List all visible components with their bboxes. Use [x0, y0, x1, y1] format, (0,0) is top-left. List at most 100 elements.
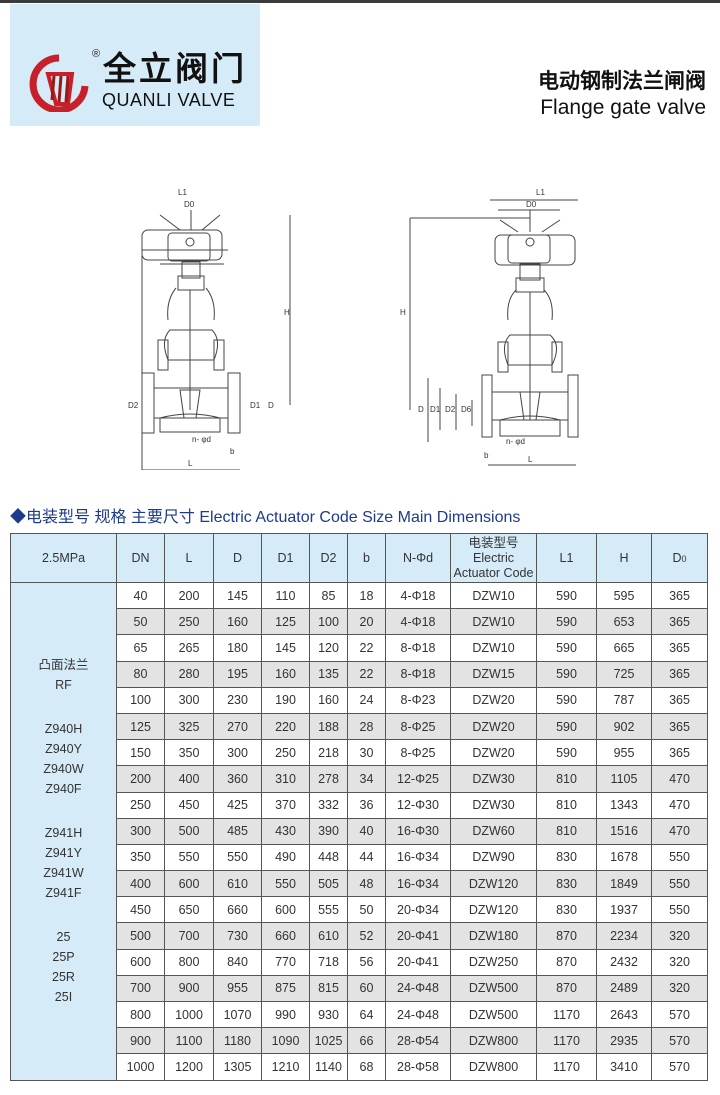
dim-label: D2 [128, 401, 139, 410]
table-cell: DZW10 [450, 581, 537, 610]
table-cell: 16-Φ34 [385, 870, 451, 898]
dim-label: D0 [526, 200, 537, 209]
table-cell: 590 [536, 581, 597, 610]
table-cell: 300 [116, 817, 165, 845]
table-cell: 840 [213, 948, 262, 976]
table-cell: 250 [116, 791, 165, 819]
table-cell: 2432 [596, 948, 652, 976]
table-cell: 610 [309, 922, 348, 950]
table-cell: 145 [261, 634, 310, 662]
table-cell: 1070 [213, 1000, 262, 1029]
table-cell: 278 [309, 765, 348, 793]
table-cell: 125 [261, 608, 310, 636]
table-cell: 145 [213, 581, 262, 610]
model-code: 25I [54, 990, 73, 1005]
dim-label: L [188, 459, 193, 468]
table-cell: 590 [536, 739, 597, 767]
table-cell: 2935 [596, 1027, 652, 1055]
column-header: D2 [309, 533, 348, 583]
table-cell: 8-Φ23 [385, 686, 451, 714]
table-cell: 570 [651, 1027, 708, 1055]
table-cell: 485 [213, 817, 262, 845]
table-cell: 590 [536, 686, 597, 714]
table-cell: 610 [213, 870, 262, 898]
table-cell: 590 [536, 660, 597, 688]
table-cell: 22 [347, 660, 386, 688]
table-cell: 1000 [164, 1000, 214, 1029]
table-cell: 550 [213, 843, 262, 872]
table-cell: 220 [261, 712, 310, 741]
table-cell: 595 [596, 581, 652, 610]
table-cell: 590 [536, 608, 597, 636]
table-cell: 1025 [309, 1027, 348, 1055]
table-cell: 8-Φ25 [385, 739, 451, 767]
valve-drawings: L1 D0 H D2 D1 D n- φd b L L1 D0 H D D1 D… [128, 188, 579, 470]
table-cell: 505 [309, 870, 348, 898]
logo-mark-icon [29, 54, 89, 112]
brand-name-cn: 全立阀门 [103, 50, 247, 87]
table-cell: 870 [536, 948, 597, 976]
model-code: 25 [56, 930, 71, 945]
table-cell: 28-Φ58 [385, 1053, 451, 1081]
table-cell: 2643 [596, 1000, 652, 1029]
table-cell: 24 [347, 686, 386, 714]
table-cell: 8-Φ25 [385, 712, 451, 741]
table-cell: DZW180 [450, 922, 537, 950]
table-cell: 600 [164, 870, 214, 898]
table-cell: 1305 [213, 1053, 262, 1081]
table-cell: 230 [213, 686, 262, 714]
table-cell: 653 [596, 608, 652, 636]
model-code: Z941F [45, 886, 82, 901]
table-cell: DZW10 [450, 608, 537, 636]
table-cell: 50 [347, 896, 386, 924]
table-cell: 66 [347, 1027, 386, 1055]
table-cell: 320 [651, 922, 708, 950]
table-cell: 815 [309, 974, 348, 1003]
table-cell: 725 [596, 660, 652, 688]
table-cell: 550 [651, 896, 708, 924]
table-cell: 400 [116, 870, 165, 898]
model-code: Z941W [43, 866, 84, 881]
table-cell: 56 [347, 948, 386, 976]
table-cell: 1170 [536, 1053, 597, 1081]
table-cell: DZW120 [450, 896, 537, 924]
table-cell: 1140 [309, 1053, 348, 1081]
table-cell: 4-Φ18 [385, 608, 451, 636]
dim-label: H [400, 308, 406, 317]
table-cell: 450 [164, 791, 214, 819]
table-cell: 320 [651, 948, 708, 976]
table-cell: 100 [309, 608, 348, 636]
table-cell: 365 [651, 660, 708, 688]
model-code: Z940Y [45, 742, 82, 757]
dim-label: n- φd [506, 437, 525, 446]
table-cell: 902 [596, 712, 652, 741]
column-header: DN [116, 533, 165, 583]
table-cell: DZW20 [450, 739, 537, 767]
table-cell: 34 [347, 765, 386, 793]
table-cell: 135 [309, 660, 348, 688]
table-cell: 1170 [536, 1000, 597, 1029]
table-cell: 830 [536, 870, 597, 898]
table-cell: 430 [261, 817, 310, 845]
brand-name-en: QUANLI VALVE [102, 90, 236, 110]
table-cell: 36 [347, 791, 386, 819]
table-cell: 810 [536, 765, 597, 793]
column-header: L1 [536, 533, 597, 583]
table-cell: 320 [651, 974, 708, 1003]
table-cell: 900 [164, 974, 214, 1003]
table-cell: 500 [164, 817, 214, 845]
table-cell: 800 [116, 1000, 165, 1029]
table-cell: DZW120 [450, 870, 537, 898]
table-cell: 16-Φ30 [385, 817, 451, 845]
table-cell: 20 [347, 608, 386, 636]
table-cell: DZW800 [450, 1027, 537, 1055]
